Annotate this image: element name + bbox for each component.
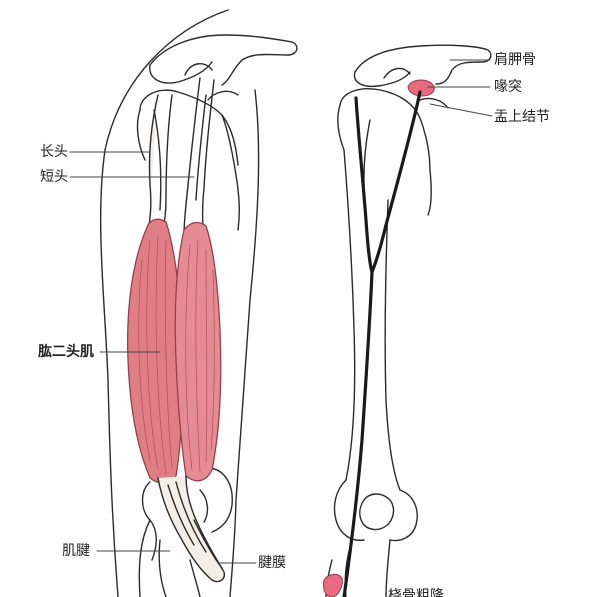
label-tendon: 肌腱 [62,543,90,559]
attachment-highlights [323,79,435,597]
distal-tendon [157,475,226,583]
biceps-tendons [147,77,215,237]
label-supraglenoid: 盂上结节 [494,109,550,125]
label-scapula: 肩胛骨 [494,52,536,68]
left-arm-outline [99,9,298,597]
left-leader-lines [69,151,257,564]
label-biceps: 肱二头肌 [38,344,94,360]
biceps-muscle [127,218,222,484]
label-aponeurosis: 腱膜 [258,555,286,571]
label-long-head: 长头 [40,144,68,160]
label-short-head: 短头 [40,169,68,185]
label-coracoid: 喙突 [494,79,522,95]
right-bones-outline [325,44,492,597]
right-leader-lines [427,59,493,117]
biceps-tendon-path [342,90,422,597]
label-radial-tuberosity: 桡骨粗隆 [388,588,444,597]
